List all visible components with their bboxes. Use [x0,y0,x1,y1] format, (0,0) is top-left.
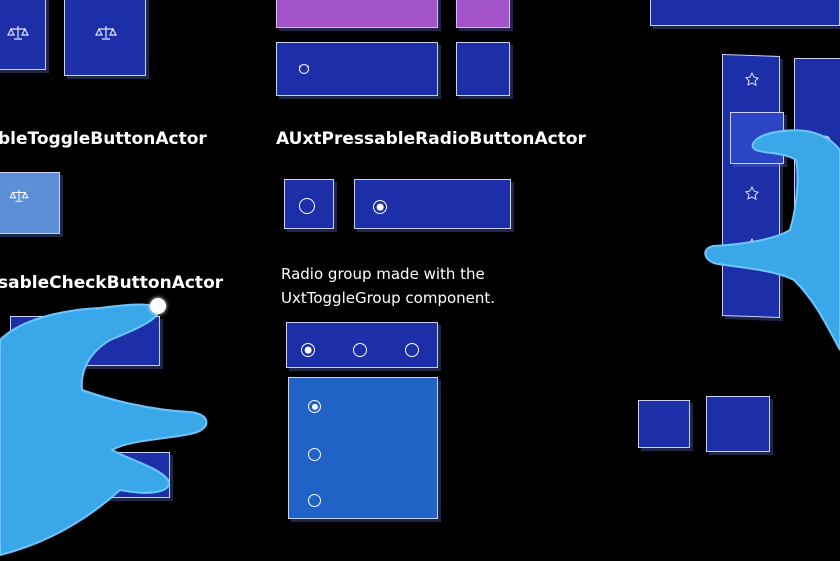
radio-button-purple-small[interactable] [456,0,510,28]
small-button-left[interactable] [638,400,690,448]
radio-icon [308,448,321,461]
star-icon [745,71,759,87]
radio-group-horizontal[interactable] [286,322,438,368]
radio-group-vertical[interactable] [288,377,438,519]
sparkle-icon [298,63,310,75]
star-icon [745,185,759,201]
small-button-right[interactable] [706,396,770,452]
radio-button-narrow[interactable] [456,42,510,96]
radio-button-square[interactable] [284,179,334,229]
toggle-button-pressed[interactable] [0,172,60,234]
radio-group-caption-line2: UxtToggleGroup component. [281,289,496,307]
scale-icon [9,189,29,202]
radio-icon [308,494,321,507]
radio-icon [405,343,419,357]
hand-icon [704,129,840,351]
radio-group-caption-line1: Radio group made with the [281,265,485,283]
radio-button-wide[interactable] [276,42,438,96]
toggle-button-left[interactable] [0,0,46,70]
radio-icon [301,343,315,357]
scale-icon [7,26,29,40]
radio-icon [299,198,315,214]
hand-icon [0,303,208,557]
pointer-cursor-icon [150,298,166,314]
radio-section-heading: AUxtPressableRadioButtonActor [276,129,586,149]
toggle-button-right[interactable] [64,0,146,76]
top-right-toolbar[interactable] [650,0,840,26]
radio-group-caption: Radio group made with the UxtToggleGroup… [281,262,495,310]
toggle-section-heading: bleToggleButtonActor [0,129,207,149]
radio-icon [373,200,387,214]
check-section-heading: sableCheckButtonActor [0,273,224,293]
radio-button-purple[interactable] [276,0,438,28]
scale-icon [95,26,117,40]
radio-button-wide-selected[interactable] [354,179,511,229]
radio-icon [308,400,321,413]
radio-icon [353,343,367,357]
